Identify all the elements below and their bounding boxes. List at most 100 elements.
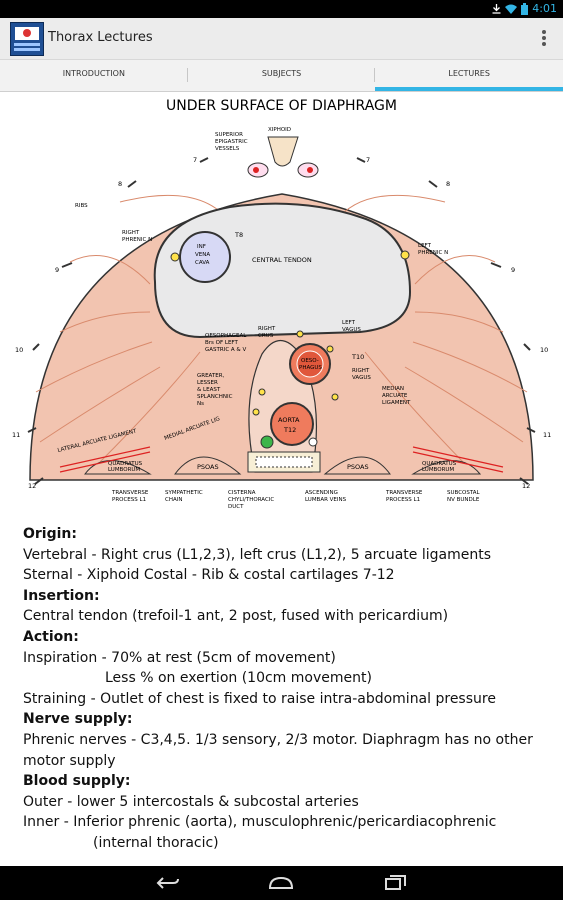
- label-left-phrenic-2: PHRENIC N: [418, 250, 448, 256]
- label-rib-9-right: 9: [511, 266, 515, 274]
- label-oesophagus: OESO-: [301, 358, 319, 364]
- label-ql-right-2: LUMBORUM: [422, 467, 454, 473]
- label-oes-branches: OESOPHAGEAL: [205, 333, 247, 339]
- label-rib-12-left: 12: [28, 482, 36, 490]
- label-rib-7-right: 7: [366, 156, 370, 164]
- label-left-phrenic: LEFT: [418, 243, 432, 249]
- lecture-notes: Origin: Vertebral - Right crus (L1,2,3), …: [23, 524, 553, 854]
- label-splanchnic-2: LESSER: [197, 380, 218, 386]
- label-tp-right-2: PROCESS L1: [386, 497, 420, 503]
- notes-heading: Action:: [23, 628, 79, 645]
- action-bar: Thorax Lectures: [0, 18, 563, 60]
- overflow-menu-icon[interactable]: [539, 28, 549, 48]
- label-right-phrenic: RIGHT: [122, 230, 140, 236]
- diaphragm-diagram: XIPHOID SUPERIOR EPIGASTRIC VESSELS 7 7 …: [12, 127, 551, 510]
- label-median-arcuate: MEDIAN: [382, 386, 404, 392]
- label-t10: T10: [351, 353, 364, 361]
- label-rib-7-left: 7: [193, 156, 197, 164]
- label-ql-left: QUADRATUS: [108, 461, 143, 467]
- label-ql-left-2: LUMBORUM: [108, 467, 140, 473]
- label-tp-right: TRANSVERSE: [385, 490, 423, 496]
- label-t12: T12: [283, 426, 296, 434]
- label-splanchnic-3: & LEAST: [197, 387, 221, 393]
- label-ql-right: QUADRATUS: [422, 461, 457, 467]
- label-right-crus-2: CRUS: [258, 333, 274, 339]
- notes-heading: Origin:: [23, 526, 77, 542]
- download-icon: [492, 3, 501, 14]
- label-median-arcuate-3: LIGAMENT: [382, 400, 411, 406]
- label-left-vagus: LEFT: [342, 320, 356, 326]
- tab-introduction[interactable]: INTRODUCTION: [0, 60, 188, 91]
- label-right-vagus: RIGHT: [352, 368, 370, 374]
- label-splanchnic: GREATER,: [197, 373, 225, 379]
- notes-line: Vertebral - Right crus (L1,2,3), left cr…: [23, 546, 491, 563]
- wifi-icon: [505, 4, 518, 14]
- label-subcostal: SUBCOSTAL: [447, 490, 481, 496]
- label-psoas-left: PSOAS: [197, 463, 219, 471]
- label-sympathetic-2: CHAIN: [165, 497, 182, 503]
- label-cisterna: CISTERNA: [228, 490, 256, 496]
- ivc: [179, 231, 231, 283]
- notes-heading: Blood supply:: [23, 773, 131, 790]
- notes-line: Inner - Inferior phrenic (aorta), muscul…: [23, 814, 497, 831]
- label-asc-lumbar: ASCENDING: [305, 490, 338, 496]
- app-logo-icon[interactable]: [10, 22, 44, 56]
- notes-line: Sternal - Xiphoid Costal - Rib & costal …: [23, 567, 395, 584]
- lecture-content[interactable]: UNDER SURFACE OF DIAPHRAGM: [0, 92, 563, 866]
- notes-line: Inspiration - 70% at rest (5cm of moveme…: [23, 649, 336, 666]
- label-oesophagus-2: PHAGUS: [299, 365, 322, 371]
- label-cisterna-3: DUCT: [228, 504, 244, 510]
- label-rib-9-left: 9: [55, 266, 59, 274]
- label-ivc-2: VENA: [195, 252, 210, 258]
- notes-line: Central tendon (trefoil-1 ant, 2 post, f…: [23, 608, 449, 625]
- label-rib-11-left: 11: [12, 431, 20, 439]
- label-rib-10-left: 10: [15, 346, 23, 354]
- label-ivc-3: CAVA: [195, 260, 210, 266]
- home-icon[interactable]: [268, 874, 294, 892]
- label-central-tendon: CENTRAL TENDON: [252, 256, 312, 264]
- label-sup-epigastric-2: EPIGASTRIC: [215, 139, 248, 145]
- diagram-title: UNDER SURFACE OF DIAPHRAGM: [166, 98, 397, 114]
- label-aorta: AORTA: [278, 416, 300, 424]
- label-rib-8-left: 8: [118, 180, 122, 188]
- label-cisterna-2: CHYLI/THORACIC: [228, 497, 274, 503]
- label-right-crus: RIGHT: [258, 326, 276, 332]
- label-median-arcuate-2: ARCUATE: [382, 393, 408, 399]
- notes-line: (internal thoracic): [93, 834, 219, 851]
- status-bar: 4:01: [0, 0, 563, 18]
- label-sympathetic: SYMPATHETIC: [165, 490, 203, 496]
- tab-bar: INTRODUCTION SUBJECTS LECTURES: [0, 60, 563, 92]
- label-right-vagus-2: VAGUS: [352, 375, 371, 381]
- app-title: Thorax Lectures: [48, 30, 153, 45]
- label-rib-8-right: 8: [446, 180, 450, 188]
- label-splanchnic-4: SPLANCHNIC: [197, 394, 233, 400]
- muscle-fibres: [35, 194, 528, 463]
- notes-line: Less % on exertion (10cm movement): [105, 670, 372, 687]
- label-xiphoid: XIPHOID: [268, 127, 291, 133]
- label-oes-branches-3: GASTRIC A & V: [205, 347, 246, 353]
- tab-lectures[interactable]: LECTURES: [375, 60, 563, 91]
- notes-line: Phrenic nerves - C3,4,5. 1/3 sensory, 2/…: [23, 731, 533, 769]
- back-icon[interactable]: [155, 874, 181, 892]
- aorta: [270, 402, 314, 446]
- label-rib-11-right: 11: [543, 431, 551, 439]
- label-ivc: INF: [197, 244, 206, 250]
- tab-subjects[interactable]: SUBJECTS: [188, 60, 376, 91]
- notes-heading: Insertion:: [23, 587, 100, 604]
- label-tp-left-2: PROCESS L1: [112, 497, 146, 503]
- notes-line: Straining - Outlet of chest is fixed to …: [23, 690, 496, 707]
- label-left-vagus-2: VAGUS: [342, 327, 361, 333]
- recent-apps-icon[interactable]: [383, 874, 409, 892]
- notes-heading: Nerve supply:: [23, 711, 133, 728]
- label-tp-left: TRANSVERSE: [111, 490, 149, 496]
- battery-icon: [521, 2, 529, 15]
- label-right-phrenic-2: PHRENIC N: [122, 237, 152, 243]
- status-time: 4:01: [532, 2, 557, 15]
- label-subcostal-2: NV BUNDLE: [447, 497, 480, 503]
- label-splanchnic-5: Ns: [197, 401, 204, 407]
- label-sup-epigastric: SUPERIOR: [215, 132, 243, 138]
- navigation-bar: [0, 866, 563, 900]
- label-rib-10-right: 10: [540, 346, 548, 354]
- xiphoid: [267, 136, 299, 167]
- notes-line: Outer - lower 5 intercostals & subcostal…: [23, 793, 359, 810]
